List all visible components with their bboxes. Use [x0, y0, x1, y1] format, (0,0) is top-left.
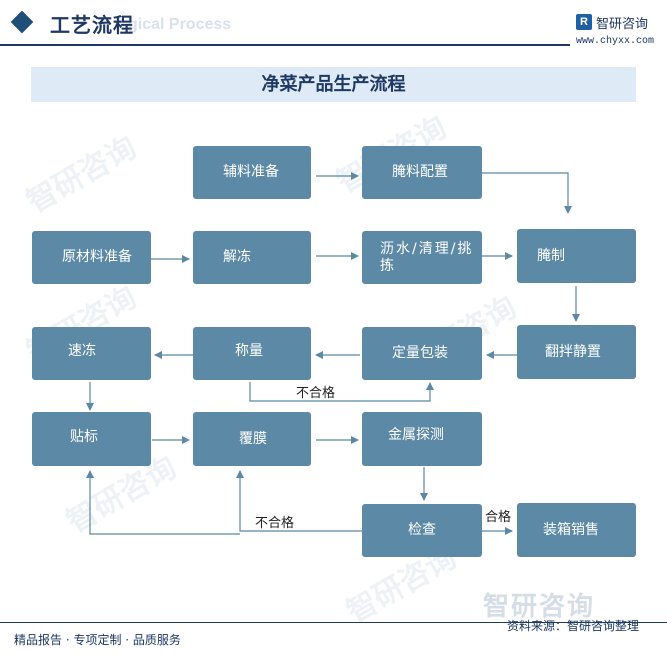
step-label: 检查 — [408, 522, 436, 538]
step-inspect: 检查 — [362, 504, 482, 557]
step-label: 原材料准备 — [62, 249, 132, 265]
footer-source: 资料来源：智研咨询整理 — [507, 619, 640, 633]
edge-label-fail: 不合格 — [255, 516, 295, 531]
logo-name: 智研咨询 — [596, 17, 649, 32]
page-title: 工艺流程 — [50, 13, 134, 37]
step-label: 解冻 — [223, 249, 251, 265]
footer-divider — [0, 622, 667, 623]
step-label: 腌料配置 — [392, 164, 448, 180]
step-quick-freeze: 速冻 — [32, 327, 151, 380]
step-pickle: 腌制 — [517, 229, 636, 283]
step-metal-detect: 金属探测 — [362, 412, 482, 466]
step-label: 覆膜 — [239, 430, 267, 447]
step-label: 腌制 — [537, 247, 565, 264]
step-label: 金属探测 — [388, 426, 444, 443]
step-label: 翻拌静置 — [545, 343, 601, 360]
diagram-title: 净菜产品生产流程 — [261, 74, 406, 95]
step-drain-clean-sort: 沥水/清理/挑拣 — [362, 231, 482, 284]
step-label: 辅料准备 — [223, 164, 279, 180]
step-label-apply: 贴标 — [32, 412, 151, 466]
step-label: 贴标 — [70, 428, 98, 445]
header-subtitle: gical Process — [128, 16, 232, 33]
step-thaw: 解冻 — [193, 231, 311, 284]
step-quant-pack: 定量包装 — [362, 327, 482, 380]
diagram-title-banner: 净菜产品生产流程 — [31, 67, 636, 102]
footer-tagline: 精品报告 · 专项定制 · 品质服务 — [14, 633, 181, 647]
header-divider — [0, 44, 570, 46]
step-label: 定量包装 — [392, 345, 448, 361]
arrow-weigh-fail-to-pack — [249, 382, 434, 402]
step-auxiliary-prep: 辅料准备 — [193, 146, 311, 199]
footer-logo-watermark: 智研咨询 — [483, 592, 596, 622]
arrow-pickling-prep-to-pickle — [482, 172, 572, 214]
logo-mark-icon: R — [576, 14, 592, 30]
arrow-inspect-fail-to-film — [236, 470, 362, 532]
step-weigh: 称量 — [193, 327, 311, 380]
step-stir-rest: 翻拌静置 — [517, 325, 636, 379]
step-label: 装箱销售 — [543, 521, 599, 538]
step-label: 称量 — [235, 343, 263, 359]
step-pickling-prep: 腌料配置 — [362, 146, 482, 199]
edge-label-fail: 不合格 — [296, 386, 336, 401]
logo-url: www.chyxx.com — [576, 36, 655, 47]
step-label: 沥水/清理/挑拣 — [380, 240, 474, 274]
arrow-inspect-fail-to-label — [86, 470, 240, 535]
step-label: 速冻 — [68, 343, 96, 359]
step-box-sale: 装箱销售 — [517, 503, 636, 557]
edge-label-pass: 合格 — [485, 510, 512, 525]
step-raw-prep: 原材料准备 — [32, 231, 151, 284]
step-film: 覆膜 — [193, 412, 311, 466]
